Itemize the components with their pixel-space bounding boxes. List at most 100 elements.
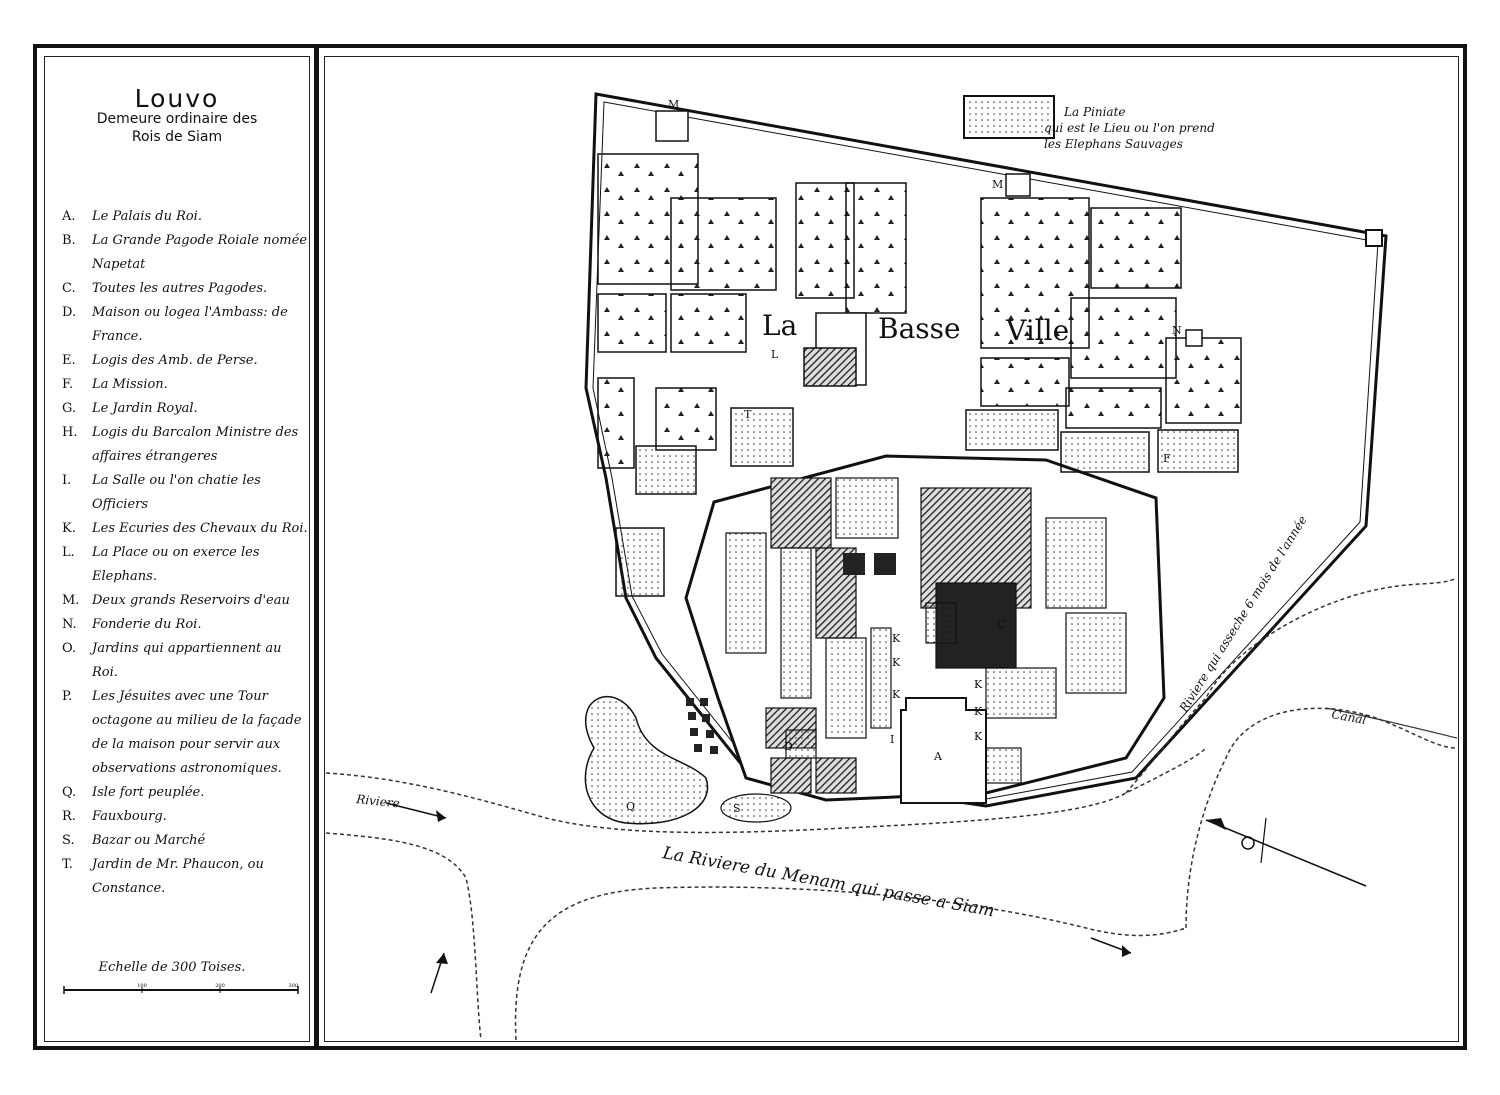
- riviere-left-label: Riviere: [355, 792, 401, 811]
- tributary-river: [1125, 577, 1457, 794]
- legend-key: L.: [62, 545, 75, 560]
- letter-k-5: K: [974, 705, 983, 718]
- legend-text: Fonderie du Roi.: [92, 617, 202, 632]
- letter-m-2: M: [992, 178, 1003, 191]
- scale-label: Echelle de 300 Toises.: [98, 960, 246, 975]
- legend-key: F.: [62, 377, 74, 392]
- legend-text: Jardins qui appartiennent au Roi.: [92, 641, 282, 680]
- legend-item: D. Maison ou logea l'Ambass: de France.: [62, 301, 308, 349]
- subtitle-line-2: Rois de Siam: [131, 129, 223, 145]
- legend-key: G.: [62, 401, 77, 416]
- town-plan: La Basse Ville La Piniate qui est le Lie…: [326, 92, 1457, 1040]
- legend-item: M. Deux grands Reservoirs d'eau: [62, 589, 308, 613]
- legend-item: E. Logis des Amb. de Perse.: [62, 349, 308, 373]
- scale-tick-300: 300: [288, 983, 298, 989]
- legend-item: L. La Place ou on exerce les Elephans.: [62, 541, 308, 589]
- legend-item: K. Les Ecuries des Chevaux du Roi.: [62, 517, 308, 541]
- letter-q: Q: [626, 800, 635, 813]
- scale-tick-100: 100: [137, 983, 147, 989]
- legend-text: Logis du Barcalon Ministre des affaires …: [92, 425, 299, 464]
- piniate-label: La Piniate qui est le Lieu ou l'on prend…: [1044, 105, 1215, 151]
- legend-item: H. Logis du Barcalon Ministre des affaire…: [62, 421, 308, 469]
- legend-key: K.: [62, 521, 76, 536]
- legend-text: Logis des Amb. de Perse.: [92, 353, 258, 368]
- legend-item: B. La Grande Pagode Roiale nomée Napetat: [62, 229, 308, 277]
- legend-item: R. Fauxbourg.: [62, 805, 308, 829]
- menam-river-south-bank: [326, 832, 482, 1040]
- legend-key: D.: [62, 305, 77, 320]
- legend-item: T.Jardin de Mr. Phaucon, ou Constance.: [62, 853, 308, 901]
- legend-key: N.: [62, 617, 77, 632]
- piniate-line-3: les Elephans Sauvages: [1044, 137, 1183, 151]
- legend-key: E.: [62, 353, 76, 368]
- island-q: [584, 696, 709, 825]
- map-subtitle: Demeure ordinaire des Rois de Siam: [44, 110, 310, 146]
- letter-k-6: K: [974, 730, 983, 743]
- legend-text: Les Jésuites avec une Tour octagone au m…: [92, 689, 302, 776]
- legend-item: C.Toutes les autres Pagodes.: [62, 277, 308, 301]
- letter-s: S: [733, 802, 741, 815]
- panel-divider: [314, 44, 319, 1050]
- basse-ville-label: La Basse Ville: [762, 309, 1069, 347]
- riviere-right-label: Riviere qui asseche 6 mois de l'année: [1176, 513, 1310, 715]
- letter-f: F: [1163, 452, 1171, 465]
- letter-m-1: M: [668, 98, 679, 111]
- piniate-line-1: La Piniate: [1063, 105, 1126, 119]
- letter-d: D: [784, 740, 793, 753]
- canal: [1325, 707, 1457, 739]
- legend-item: I. La Salle ou l'on chatie les Officiers: [62, 469, 308, 517]
- legend-text: Bazar ou Marché: [92, 833, 206, 848]
- legend-key: B.: [62, 233, 76, 248]
- legend-item: P. Les Jésuites avec une Tour octagone au…: [62, 685, 308, 781]
- basse-ville-word-2: Basse: [878, 312, 961, 345]
- legend-key: I.: [62, 473, 72, 488]
- basse-ville-word-1: La: [762, 309, 797, 342]
- compass-rose: [1205, 817, 1367, 887]
- letter-c: C: [997, 618, 1005, 631]
- legend-text: Maison ou logea l'Ambass: de France.: [92, 305, 288, 344]
- legend-text: La Salle ou l'on chatie les Officiers: [92, 473, 261, 512]
- menam-river-north-bank: [326, 747, 1207, 834]
- letter-k-2: K: [892, 656, 901, 669]
- legend-item: A. Le Palais du Roi.: [62, 205, 308, 229]
- legend-text: Fauxbourg.: [92, 809, 167, 824]
- legend-key: H.: [62, 425, 78, 440]
- legend-key: P.: [62, 689, 73, 704]
- letter-k-3: K: [892, 688, 901, 701]
- legend-panel: [44, 56, 310, 1042]
- legend-key: M.: [62, 593, 80, 608]
- legend-text: Le Jardin Royal.: [92, 401, 198, 416]
- legend-text: Jardin de Mr. Phaucon, ou Constance.: [92, 857, 264, 896]
- canal-label: Canal: [1330, 707, 1367, 727]
- legend-item: N. Fonderie du Roi.: [62, 613, 308, 637]
- legend-text: Isle fort peuplée.: [92, 785, 205, 800]
- letter-k-4: K: [974, 678, 983, 691]
- basse-ville-word-3: Ville: [1005, 314, 1069, 347]
- outer-frame: [33, 44, 1467, 1050]
- palace: [900, 697, 987, 804]
- legend-key: A.: [62, 209, 76, 224]
- scale-bar: 100 200 300: [63, 983, 299, 994]
- map-panel: [324, 56, 1459, 1042]
- letter-l: L: [771, 348, 779, 361]
- menam-river-label: La Riviere du Menam qui passe a Siam: [660, 843, 996, 921]
- legend-text: Le Palais du Roi.: [92, 209, 202, 224]
- subtitle-line-1: Demeure ordinaire des: [96, 111, 258, 127]
- piniate-line-2: qui est le Lieu ou l'on prend: [1044, 121, 1215, 135]
- legend-text: Les Ecuries des Chevaux du Roi.: [92, 521, 308, 536]
- legend-text: La Place ou on exerce les Elephans.: [92, 545, 260, 584]
- legend-list: A. Le Palais du Roi. B. La Grande Pagode Ro…: [62, 205, 308, 901]
- scale-tick-200: 200: [215, 983, 225, 989]
- letter-a: A: [933, 750, 943, 763]
- letter-k-1: K: [892, 632, 901, 645]
- map-title: Louvo: [134, 84, 220, 113]
- legend-text: La Grande Pagode Roiale nomée Napetat: [92, 233, 308, 272]
- legend-key: R.: [62, 809, 76, 824]
- legend-text: Toutes les autres Pagodes.: [92, 281, 268, 296]
- legend-key: Q.: [62, 785, 77, 800]
- legend-text: La Mission.: [92, 377, 168, 392]
- legend-text: Deux grands Reservoirs d'eau: [92, 593, 290, 608]
- legend-item: G. Le Jardin Royal.: [62, 397, 308, 421]
- legend-item: O.Jardins qui appartiennent au Roi.: [62, 637, 308, 685]
- legend-item: Q. Isle fort peuplée.: [62, 781, 308, 805]
